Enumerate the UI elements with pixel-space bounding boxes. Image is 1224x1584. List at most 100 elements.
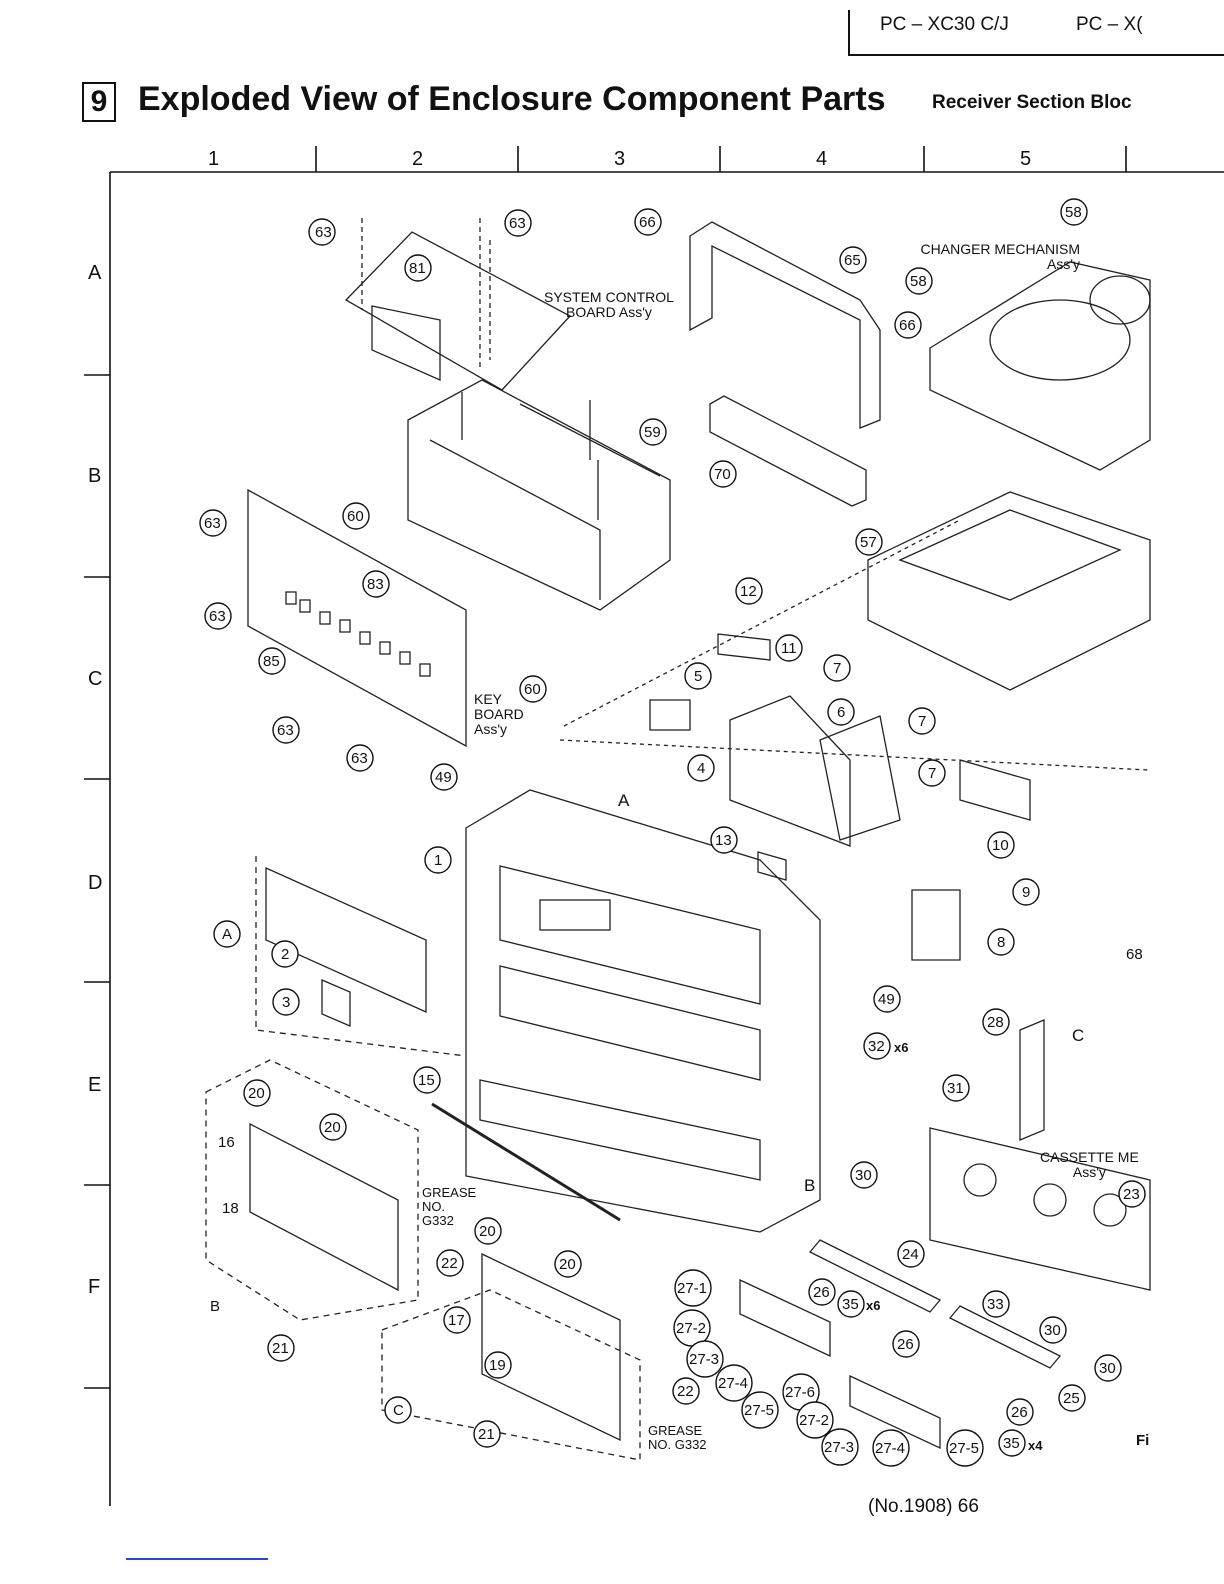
callout-20-d: 20 (559, 1256, 576, 1273)
callout-27-5-b: 27-5 (949, 1440, 980, 1457)
front-enclosure (465, 789, 821, 1233)
callout-33: 33 (987, 1296, 1004, 1313)
callout-20-b: 20 (324, 1119, 341, 1136)
callout-6: 6 (837, 704, 846, 721)
callout-66-a: 66 (639, 214, 656, 231)
marker-b: B (804, 1176, 816, 1195)
callout-11: 11 (781, 640, 797, 657)
cassette-door-16 (249, 1122, 399, 1292)
callout-35-b: 35 (1003, 1435, 1020, 1452)
figure-reference: Fi (1136, 1432, 1150, 1449)
callout-30-c: 30 (1099, 1360, 1116, 1377)
callout-26-c: 26 (1011, 1404, 1028, 1421)
grid-col-5: 5 (1020, 148, 1032, 170)
callout-2: 2 (281, 946, 290, 963)
part-10 (959, 759, 1031, 821)
cassette-mechanism (929, 1127, 1151, 1291)
callout-24: 24 (902, 1246, 919, 1263)
callout-49-a: 49 (435, 769, 452, 786)
callout-19: 19 (489, 1357, 506, 1374)
callout-65: 65 (844, 252, 861, 269)
label-grease-top: GREASE NO. G332 (422, 1185, 477, 1228)
system-control-board (344, 231, 572, 391)
callout-58-b: 58 (910, 273, 927, 290)
callout-7-b: 7 (918, 713, 927, 730)
callout-35-a: 35 (842, 1296, 859, 1313)
callout-20-c: 20 (479, 1223, 496, 1240)
marker-c: C (1072, 1026, 1085, 1045)
label-changer-mechanism: CHANGER MECHANISM Ass'y (920, 241, 1080, 272)
callout-57: 57 (860, 534, 877, 551)
button-group-lower (849, 1374, 941, 1450)
callout-4: 4 (697, 760, 706, 777)
callout-63-b: 63 (509, 215, 526, 232)
grid-row-a: A (88, 262, 102, 284)
callout-63-d: 63 (209, 608, 226, 625)
callout-15: 15 (418, 1072, 435, 1089)
callout-58-a: 58 (1065, 204, 1082, 221)
side-panel-2 (265, 866, 427, 1014)
callout-63-f: 63 (351, 750, 368, 767)
callout-83: 83 (367, 576, 384, 593)
callout-18: 18 (222, 1200, 239, 1217)
callout-21-a: 21 (272, 1340, 289, 1357)
callout-21-b: 21 (478, 1426, 495, 1443)
callout-81: 81 (409, 260, 426, 277)
callout-30-b: 30 (1044, 1322, 1061, 1339)
page-title: Exploded View of Enclosure Component Par… (138, 80, 886, 118)
callout-68: 68 (1126, 946, 1143, 963)
callout-63-c: 63 (204, 515, 221, 532)
label-cassette-mechanism: CASSETTE ME Ass'y (1040, 1149, 1139, 1180)
label-system-control-board: SYSTEM CONTROL BOARD Ass'y (544, 289, 674, 320)
footer-link-underline[interactable] (126, 1558, 268, 1560)
label-key-board: KEY BOARD Ass'y (474, 691, 524, 737)
callout-32: 32 (868, 1038, 885, 1055)
button-group-upper (739, 1278, 831, 1358)
callout-7-c: 7 (928, 765, 937, 782)
model-label-1: PC – XC30 C/J (880, 14, 1009, 35)
bracket-25 (948, 1305, 1062, 1369)
grid-col-4: 4 (816, 148, 828, 170)
callout-25: 25 (1063, 1390, 1080, 1407)
callout-27-5-a: 27-5 (744, 1402, 775, 1419)
multiplier-x6-a: x6 (894, 1040, 909, 1055)
grid-row-c: C (88, 668, 103, 690)
grid-col-3: 3 (614, 148, 626, 170)
section-number: 9 (82, 82, 116, 122)
model-header-box (848, 10, 1224, 56)
callout-27-3-a: 27-3 (689, 1351, 720, 1368)
callout-9: 9 (1022, 884, 1031, 901)
multiplier-x4: x4 (1028, 1438, 1043, 1453)
callout-7-a: 7 (833, 660, 842, 677)
callout-49-b: 49 (878, 991, 895, 1008)
callout-27-1-a: 27-1 (677, 1280, 708, 1297)
bracket-28 (1019, 1019, 1045, 1141)
part-8 (911, 889, 961, 961)
callout-60-a: 60 (347, 508, 364, 525)
mechanism-assembly (729, 695, 851, 847)
tray-base (867, 491, 1151, 691)
callout-59: 59 (644, 424, 661, 441)
part-3 (321, 979, 351, 1027)
callout-a-arrow: A (618, 791, 630, 810)
callout-23: 23 (1123, 1186, 1140, 1203)
callout-17: 17 (448, 1312, 465, 1329)
callout-30-a: 30 (855, 1167, 872, 1184)
callout-27-4-b: 27-4 (875, 1440, 906, 1457)
callout-22-b: 22 (677, 1383, 694, 1400)
callout-c-block: C (393, 1402, 404, 1419)
callout-27-2-a: 27-2 (676, 1320, 707, 1337)
callout-31: 31 (947, 1080, 964, 1097)
callout-27-4-a: 27-4 (718, 1375, 749, 1392)
multiplier-x6-b: x6 (866, 1298, 881, 1313)
callout-27-3-b: 27-3 (824, 1439, 855, 1456)
callout-22-a: 22 (441, 1255, 458, 1272)
changer-mechanism (929, 261, 1151, 471)
model-label-2: PC – X( (1076, 14, 1143, 35)
callout-60-b: 60 (524, 681, 541, 698)
grid-row-b: B (88, 465, 102, 487)
main-chassis-frame (407, 379, 671, 611)
callout-3: 3 (282, 994, 291, 1011)
callout-12: 12 (740, 583, 757, 600)
part-11 (717, 633, 771, 661)
